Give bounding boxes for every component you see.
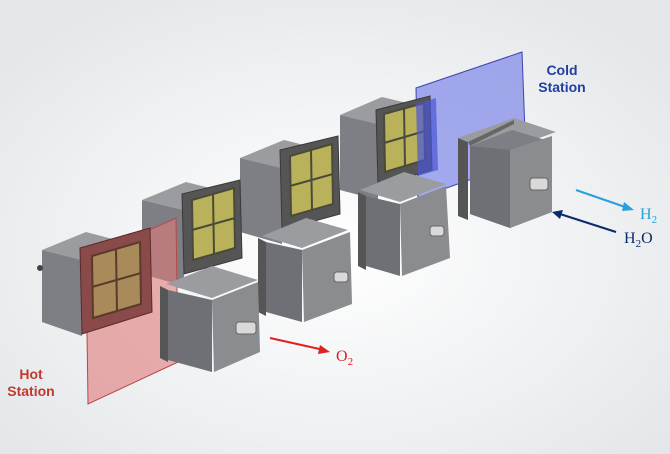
outlet-nozzle-2 [333, 271, 349, 283]
outlet-nozzle-1 [235, 321, 257, 335]
reactor-box-3 [240, 135, 341, 244]
outlet-nozzle-3 [429, 225, 445, 237]
hot-station-label-line2: Station [7, 383, 55, 399]
collector-box-1 [160, 266, 260, 372]
cold-station-label-line1: Cold [546, 62, 578, 78]
cold-station-label: Cold Station [534, 62, 590, 96]
hot-station-label-line1: Hot [19, 366, 43, 382]
outlet-nozzle-4 [529, 177, 549, 191]
o2-element: O [336, 348, 348, 365]
h2o-subscript: 2 [635, 238, 642, 251]
h2-element: H [640, 206, 652, 223]
reactor-box-4 [340, 95, 438, 200]
collector-box-3 [358, 172, 450, 276]
h2o-arrow [552, 210, 617, 233]
hot-station-label: Hot Station [4, 366, 58, 400]
o2-subscript: 2 [347, 356, 354, 369]
o2-arrow [269, 337, 330, 354]
h2-label: H2 [640, 206, 657, 229]
cold-station-label-line2: Station [538, 79, 586, 95]
h2o-label: H2O [624, 230, 653, 253]
collector-box-4 [458, 118, 556, 228]
h2o-element: H [624, 230, 636, 247]
h2-arrow [575, 189, 634, 211]
collector-box-2 [258, 218, 352, 322]
h2o-suffix: O [641, 230, 653, 247]
h2-subscript: 2 [651, 214, 658, 227]
o2-label: O2 [336, 348, 353, 371]
reactor-box-1 [37, 227, 153, 336]
